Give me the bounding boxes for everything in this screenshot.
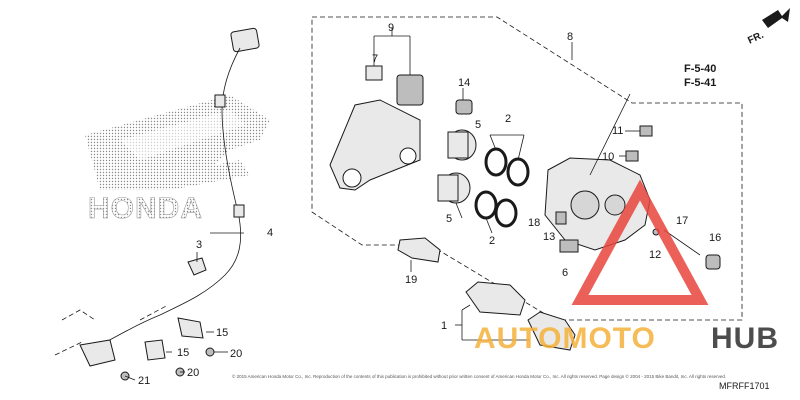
callout: 9 [388, 22, 394, 34]
reference-line-1: F-5-40 [684, 63, 716, 75]
callout: 20 [230, 348, 242, 360]
direction-label: FR. [746, 30, 765, 47]
callout: 7 [372, 53, 378, 65]
bleeder-screw-11 [639, 125, 653, 137]
pad-pin-17 [663, 229, 701, 256]
callout: 21 [138, 375, 150, 387]
bracket-bolt-cap [396, 74, 424, 106]
callout: 11 [612, 125, 623, 137]
honda-wing-logo: HONDA [85, 95, 270, 225]
pin-plug-16 [705, 254, 721, 270]
clip-7 [365, 65, 383, 81]
copyright-notice: © 2015 American Honda Motor Co., Inc. Re… [232, 373, 726, 379]
brand-mark: HONDA [88, 192, 203, 225]
leader-lines [124, 28, 640, 381]
callout: 6 [562, 267, 568, 279]
callout: 16 [709, 232, 721, 244]
callout: 20 [187, 367, 199, 379]
pad-spring-6 [559, 239, 579, 253]
callout: 5 [475, 119, 481, 131]
watermark-text-dark: HUB [711, 322, 779, 355]
callout: 13 [543, 231, 555, 243]
callout: 2 [489, 235, 495, 247]
callout: 15 [216, 327, 228, 339]
wire-grommet [233, 204, 245, 218]
callout: 1 [441, 320, 447, 332]
callout: 8 [567, 31, 573, 43]
callout: 12 [649, 249, 661, 261]
pin-18 [555, 211, 567, 225]
callout: 3 [196, 239, 202, 251]
bleed-cap-14 [455, 99, 473, 115]
callout-labels: 9 7 14 5 2 8 11 10 3 4 18 13 6 17 16 12 … [138, 22, 721, 387]
diagram-code: MFRFF1701 [719, 381, 770, 391]
assembly-boxes [54, 16, 743, 356]
callout: 18 [528, 217, 540, 229]
bolt [205, 347, 215, 357]
caliper-pistons [437, 99, 530, 228]
front-direction-indicator: FR. [746, 8, 790, 47]
warning-triangle-icon [571, 179, 709, 305]
wire-clamp [144, 339, 166, 361]
caliper-bracket [329, 65, 424, 191]
bleeder-valve-10 [625, 150, 639, 162]
watermark-text-orange: AUTOMOTO [474, 322, 656, 355]
reference-line-2: F-5-41 [684, 77, 716, 89]
wire-grommet [214, 94, 226, 108]
wire-clamp [177, 317, 204, 339]
wheel-speed-sensor [79, 339, 116, 367]
callout: 17 [676, 215, 688, 227]
abs-sensor-wire [79, 27, 260, 381]
callout: 14 [458, 77, 470, 89]
watermark: AUTOMOTO HUB [474, 179, 779, 355]
callout: 15 [177, 347, 189, 359]
callout: 10 [602, 151, 614, 163]
brake-pads [465, 281, 576, 351]
callout: 2 [505, 113, 511, 125]
callout: 19 [405, 274, 417, 286]
callout: 4 [267, 227, 273, 239]
callout: 5 [446, 213, 452, 225]
arrow-up-right-icon [762, 8, 790, 28]
slide-boot [397, 237, 441, 263]
wire-connector [230, 27, 260, 53]
